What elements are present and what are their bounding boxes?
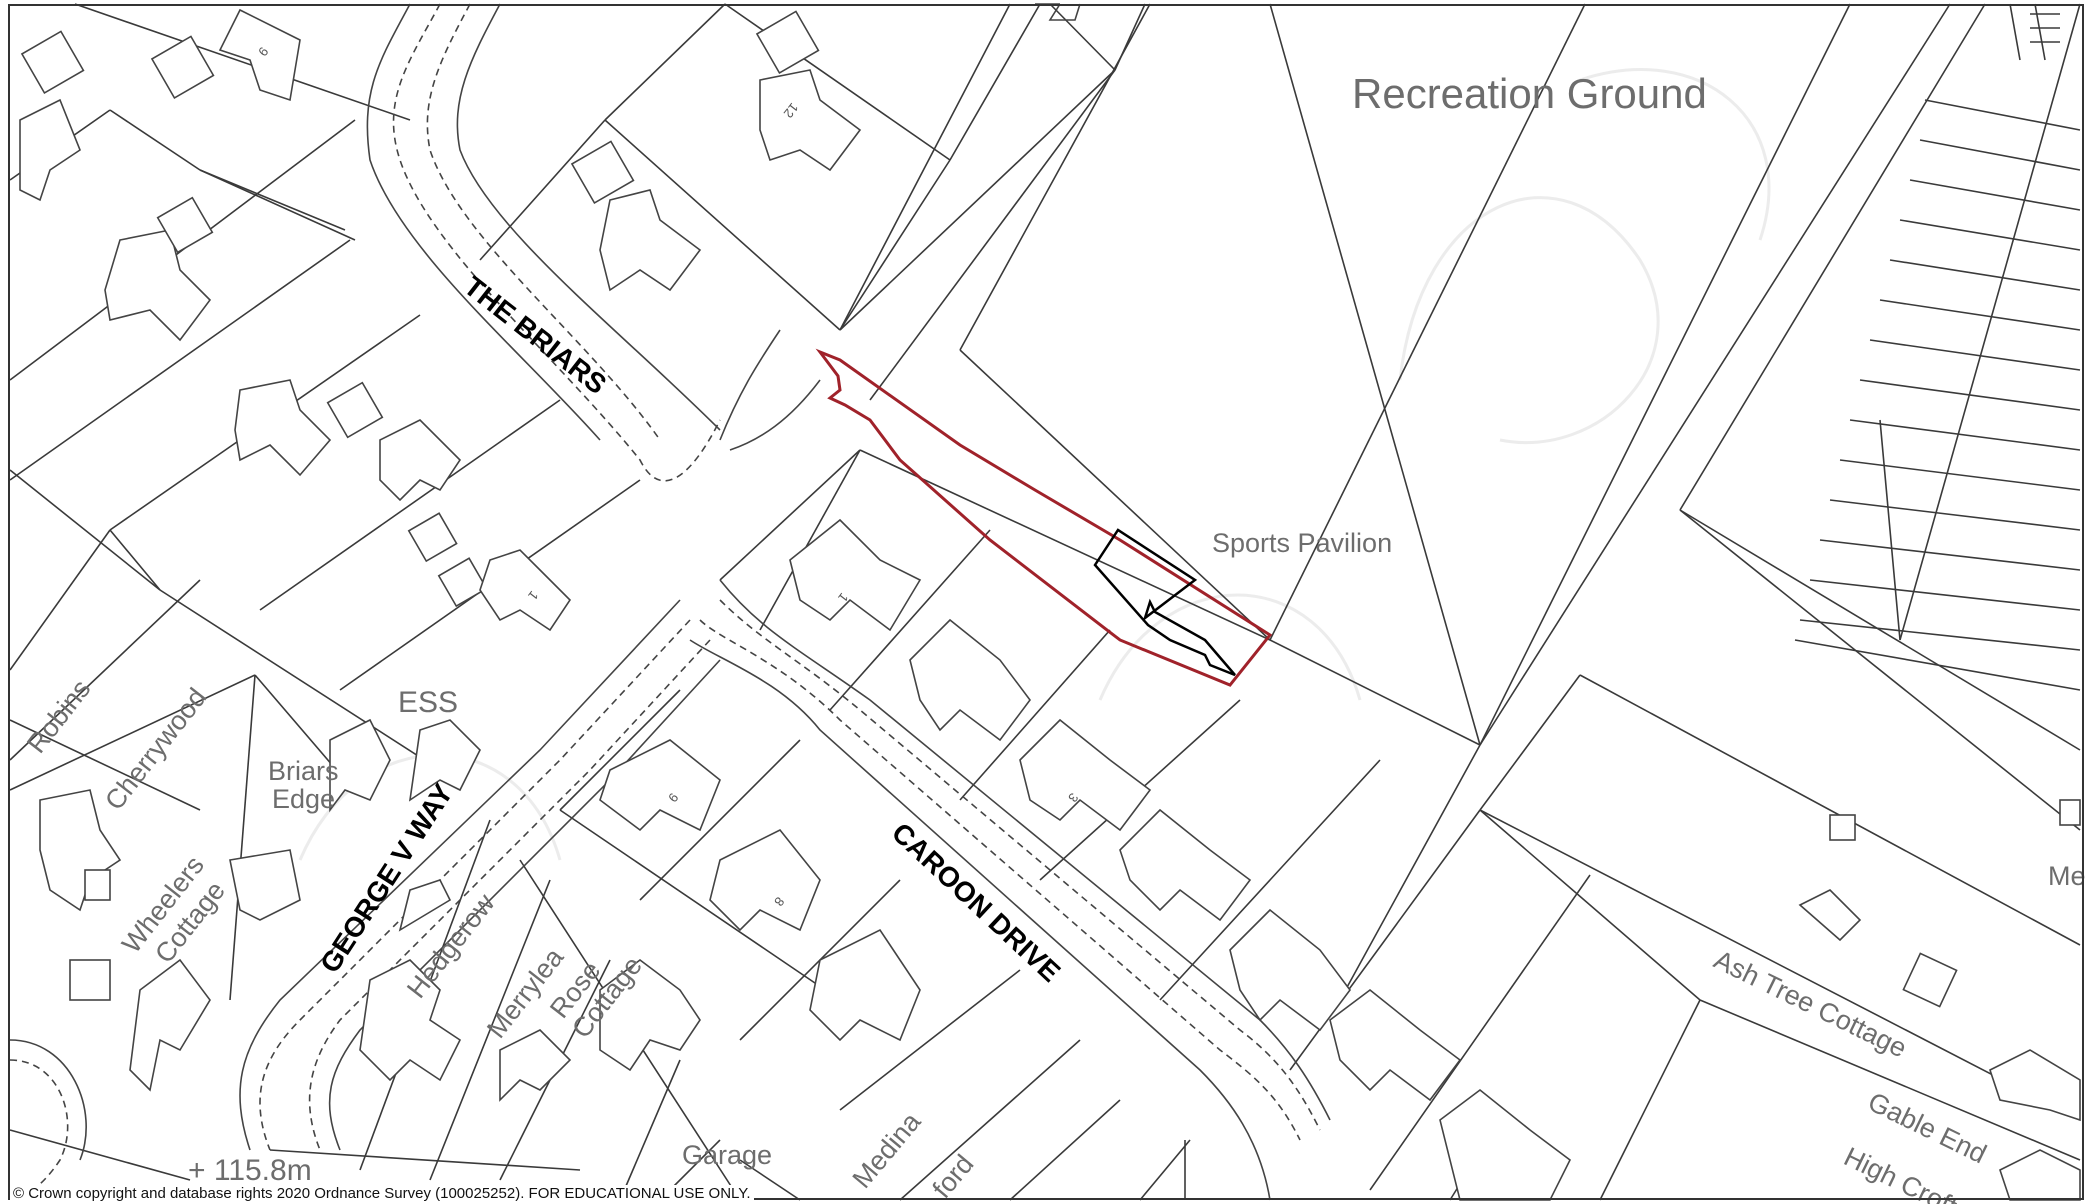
edge-label: Edge bbox=[272, 784, 335, 814]
recreation-ground-label: Recreation Ground bbox=[1352, 70, 1707, 117]
buildings bbox=[19, 8, 2081, 1201]
ford-label: ford bbox=[927, 1149, 980, 1204]
road-network bbox=[9, 3, 1331, 1201]
site-boundary-outline[interactable] bbox=[815, 348, 1273, 687]
the-briars-label: THE BRIARS bbox=[458, 270, 612, 400]
garage-label: Garage bbox=[682, 1140, 772, 1170]
copyright-notice: © Crown copyright and database rights 20… bbox=[10, 1185, 754, 1202]
me-label: Me bbox=[2048, 861, 2086, 891]
sports-pavilion-building bbox=[1093, 528, 1236, 677]
spot-height-label: + 115.8m bbox=[188, 1154, 312, 1187]
sports-pavilion-label: Sports Pavilion bbox=[1212, 528, 1392, 558]
robins-label: Robins bbox=[21, 674, 96, 759]
caroon-drive-label: CAROON DRIVE bbox=[886, 817, 1066, 988]
ess-label: ESS bbox=[398, 686, 458, 719]
medina-label: Medina bbox=[847, 1106, 928, 1194]
briars-label: Briars bbox=[268, 756, 339, 786]
cherrywood-label: Cherrywood bbox=[99, 683, 212, 816]
area-labels: Recreation Ground Sports Pavilion ESS + … bbox=[188, 70, 1707, 1187]
watermark bbox=[298, 68, 1771, 861]
site-boundary[interactable] bbox=[815, 348, 1273, 687]
